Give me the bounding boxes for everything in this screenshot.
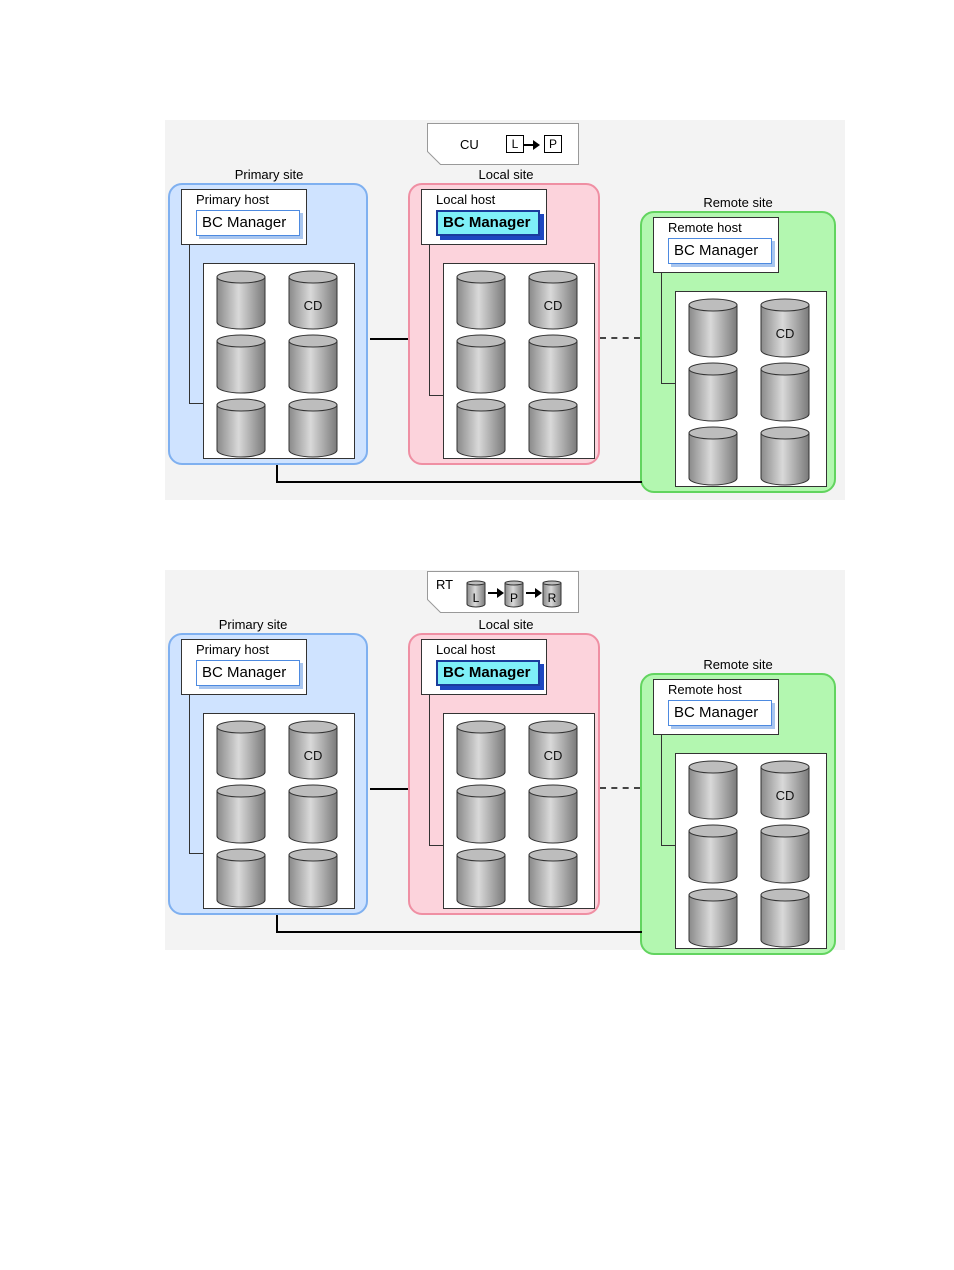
remote-site-volume-icon: [688, 298, 738, 358]
remote-site-volume-icon: [688, 426, 738, 486]
remote-site-volume-icon: [688, 362, 738, 422]
local-site-storage-array: CD: [443, 713, 595, 909]
remote-site-label: Remote site: [703, 657, 772, 672]
volume-box-icon: L: [506, 135, 524, 153]
primary-local-connection: [370, 788, 408, 790]
primary-local-connection: [370, 338, 408, 340]
remote-site-volume-icon: [760, 824, 810, 884]
local-site-volume-icon: [456, 848, 506, 908]
local-site-command-device-volume: CD: [528, 270, 578, 330]
arrow-right-icon: [524, 144, 538, 146]
primary-site-label: Primary site: [235, 167, 304, 182]
local-site-command-device-volume: CD: [528, 720, 578, 780]
primary-site-volume-icon: [216, 398, 266, 458]
primary-site-volume-icon: [216, 848, 266, 908]
command-note: CU L P: [427, 123, 579, 165]
primary-site-host: Primary host BC Manager: [181, 189, 307, 245]
primary-site-volume-icon: [216, 720, 266, 780]
cd-label: CD: [288, 748, 338, 763]
cd-label: CD: [760, 788, 810, 803]
bc-manager-box: BC Manager: [668, 238, 772, 264]
primary-site-host: Primary host BC Manager: [181, 639, 307, 695]
cd-label: CD: [760, 326, 810, 341]
local-site-volume-icon: [456, 784, 506, 844]
primary-remote-connection: [276, 465, 642, 483]
cd-label: CD: [528, 748, 578, 763]
primary-site-command-device-volume: CD: [288, 720, 338, 780]
command-note: RT L P R: [427, 571, 579, 613]
primary-site-volume-icon: [216, 270, 266, 330]
local-site-volume-icon: [528, 784, 578, 844]
volume-box-icon: P: [544, 135, 562, 153]
bc-manager-box: BC Manager: [436, 210, 540, 236]
remote-site-volume-icon: [688, 888, 738, 948]
command-label: CU: [460, 137, 479, 152]
local-site-volume-icon: [456, 720, 506, 780]
local-site-volume-icon: [456, 270, 506, 330]
remote-site-storage-array: CD: [675, 291, 827, 487]
primary-site-volume-icon: [288, 334, 338, 394]
host-label: Remote host: [668, 682, 742, 697]
arrow-right-icon: [488, 592, 502, 594]
volume-label: R: [542, 591, 562, 605]
bc-manager-box: BC Manager: [436, 660, 540, 686]
cd-label: CD: [528, 298, 578, 313]
primary-site-label: Primary site: [219, 617, 288, 632]
host-label: Primary host: [196, 192, 269, 207]
primary-site-storage-array: CD: [203, 713, 355, 909]
local-remote-connection: [600, 337, 640, 339]
primary-site-volume-icon: [288, 848, 338, 908]
primary-site-volume-icon: [216, 334, 266, 394]
local-site-volume-icon: [456, 398, 506, 458]
remote-site-host: Remote host BC Manager: [653, 217, 779, 273]
page-fold-icon: [427, 151, 441, 165]
volume-disk-icon: L: [466, 580, 486, 608]
command-label: RT: [436, 577, 453, 592]
arrow-right-icon: [526, 592, 540, 594]
bc-manager-box: BC Manager: [196, 210, 300, 236]
bc-manager-box: BC Manager: [668, 700, 772, 726]
local-site-label: Local site: [479, 617, 534, 632]
host-label: Primary host: [196, 642, 269, 657]
local-remote-connection: [600, 787, 640, 789]
bc-manager-box: BC Manager: [196, 660, 300, 686]
local-site-volume-icon: [528, 398, 578, 458]
host-label: Local host: [436, 642, 495, 657]
volume-disk-icon: P: [504, 580, 524, 608]
remote-site-volume-icon: [688, 824, 738, 884]
cd-label: CD: [288, 298, 338, 313]
primary-site-storage-array: CD: [203, 263, 355, 459]
remote-site-volume-icon: [760, 888, 810, 948]
local-site-label: Local site: [479, 167, 534, 182]
remote-site-volume-icon: [688, 760, 738, 820]
host-label: Local host: [436, 192, 495, 207]
remote-site-host: Remote host BC Manager: [653, 679, 779, 735]
host-label: Remote host: [668, 220, 742, 235]
remote-site-storage-array: CD: [675, 753, 827, 949]
volume-label: L: [466, 591, 486, 605]
remote-site-label: Remote site: [703, 195, 772, 210]
primary-site-volume-icon: [288, 784, 338, 844]
remote-site-command-device-volume: CD: [760, 298, 810, 358]
local-site-volume-icon: [456, 334, 506, 394]
local-site-host: Local host BC Manager: [421, 639, 547, 695]
primary-site-volume-icon: [288, 398, 338, 458]
volume-label: P: [504, 591, 524, 605]
primary-site-command-device-volume: CD: [288, 270, 338, 330]
local-site-storage-array: CD: [443, 263, 595, 459]
local-site-volume-icon: [528, 848, 578, 908]
remote-site-volume-icon: [760, 362, 810, 422]
page-fold-icon: [427, 599, 441, 613]
volume-disk-icon: R: [542, 580, 562, 608]
primary-remote-connection: [276, 915, 642, 933]
remote-site-volume-icon: [760, 426, 810, 486]
primary-site-volume-icon: [216, 784, 266, 844]
remote-site-command-device-volume: CD: [760, 760, 810, 820]
local-site-volume-icon: [528, 334, 578, 394]
local-site-host: Local host BC Manager: [421, 189, 547, 245]
